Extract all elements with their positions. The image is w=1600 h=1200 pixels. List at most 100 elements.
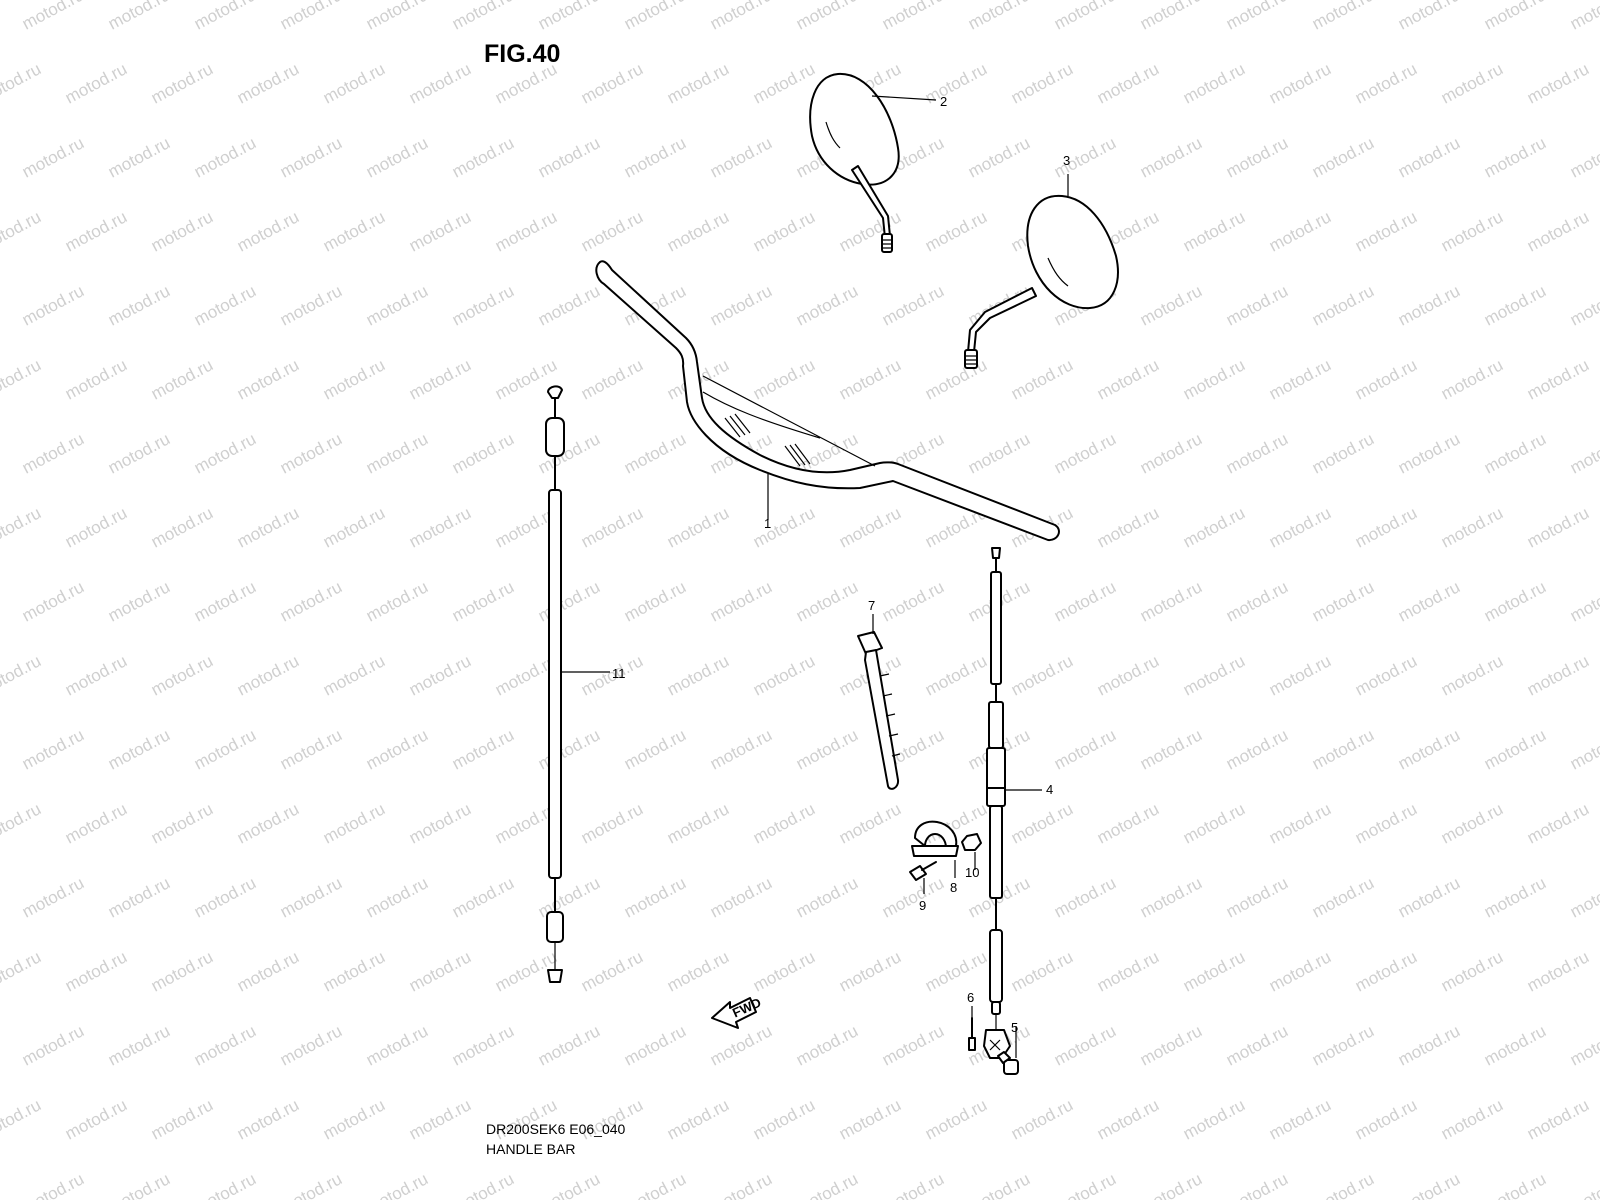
watermark-text: motod.ru: [191, 429, 259, 477]
figure-title: FIG.40: [484, 40, 561, 68]
watermark-text: motod.ru: [0, 133, 1, 181]
watermark-text: motod.ru: [1094, 947, 1162, 995]
watermark-text: motod.ru: [1395, 873, 1463, 921]
handle-bar-part: [595, 260, 1060, 542]
watermark-text: motod.ru: [1567, 1021, 1600, 1069]
watermark-text: motod.ru: [449, 577, 517, 625]
watermark-text: motod.ru: [0, 1095, 44, 1143]
watermark-text: motod.ru: [1438, 355, 1506, 403]
watermark-text: motod.ru: [1352, 503, 1420, 551]
watermark-text: motod.ru: [363, 873, 431, 921]
watermark-text: motod.ru: [0, 873, 1, 921]
watermark-text: motod.ru: [449, 1169, 517, 1200]
watermark-text: motod.ru: [1524, 1095, 1592, 1143]
watermark-text: motod.ru: [62, 355, 130, 403]
watermark-text: motod.ru: [1567, 133, 1600, 181]
watermark-text: motod.ru: [1008, 947, 1076, 995]
watermark-text: motod.ru: [1094, 59, 1162, 107]
watermark-text: motod.ru: [19, 1169, 87, 1200]
watermark-text: motod.ru: [277, 577, 345, 625]
watermark-text: motod.ru: [1438, 799, 1506, 847]
watermark-text: motod.ru: [621, 577, 689, 625]
watermark-text: motod.ru: [836, 503, 904, 551]
watermark-text: motod.ru: [535, 0, 603, 34]
watermark-text: motod.ru: [1395, 1021, 1463, 1069]
callout-8: 8: [950, 880, 957, 895]
watermark-text: motod.ru: [0, 429, 1, 477]
watermark-text: motod.ru: [148, 355, 216, 403]
watermark-text: motod.ru: [922, 207, 990, 255]
watermark-text: motod.ru: [879, 1021, 947, 1069]
watermark-text: motod.ru: [707, 873, 775, 921]
watermark-text: motod.ru: [1481, 429, 1549, 477]
watermark-text: motod.ru: [0, 947, 44, 995]
watermark-text: motod.ru: [1180, 651, 1248, 699]
right-mirror-part: [964, 194, 1119, 369]
watermark-text: motod.ru: [19, 281, 87, 329]
long-cable-part: [545, 385, 565, 983]
watermark-text: motod.ru: [664, 947, 732, 995]
watermark-text: motod.ru: [836, 355, 904, 403]
watermark-text: motod.ru: [62, 59, 130, 107]
watermark-text: motod.ru: [1438, 59, 1506, 107]
watermark-text: motod.ru: [406, 59, 474, 107]
watermark-text: motod.ru: [277, 725, 345, 773]
watermark-text: motod.ru: [1481, 1169, 1549, 1200]
watermark-text: motod.ru: [707, 1021, 775, 1069]
watermark-text: motod.ru: [879, 873, 947, 921]
watermark-text: motod.ru: [1266, 799, 1334, 847]
watermark-text: motod.ru: [578, 59, 646, 107]
watermark-text: motod.ru: [965, 429, 1033, 477]
watermark-text: motod.ru: [0, 281, 1, 329]
watermark-text: motod.ru: [62, 207, 130, 255]
watermark-text: motod.ru: [62, 947, 130, 995]
watermark-text: motod.ru: [105, 0, 173, 34]
watermark-text: motod.ru: [1223, 1169, 1291, 1200]
watermark-text: motod.ru: [320, 651, 388, 699]
watermark-text: motod.ru: [922, 1095, 990, 1143]
watermark-text: motod.ru: [234, 799, 302, 847]
watermark-text: motod.ru: [750, 651, 818, 699]
watermark-text: motod.ru: [1438, 1095, 1506, 1143]
watermark-text: motod.ru: [621, 725, 689, 773]
watermark-text: motod.ru: [1266, 207, 1334, 255]
watermark-text: motod.ru: [1567, 725, 1600, 773]
watermark-text: motod.ru: [1524, 651, 1592, 699]
callout-10: 10: [965, 865, 979, 880]
watermark-text: motod.ru: [320, 355, 388, 403]
watermark-text: motod.ru: [793, 873, 861, 921]
watermark-text: motod.ru: [965, 133, 1033, 181]
watermark-text: motod.ru: [836, 1095, 904, 1143]
watermark-text: motod.ru: [234, 59, 302, 107]
screw-part-9: [909, 861, 937, 881]
watermark-text: motod.ru: [449, 281, 517, 329]
watermark-text: motod.ru: [535, 1021, 603, 1069]
callout-4: 4: [1046, 782, 1053, 797]
bolt-part-5: [997, 1051, 1019, 1075]
watermark-text: motod.ru: [1180, 355, 1248, 403]
watermark-text: motod.ru: [406, 207, 474, 255]
watermark-text: motod.ru: [1481, 281, 1549, 329]
watermark-text: motod.ru: [1309, 281, 1377, 329]
watermark-text: motod.ru: [0, 503, 44, 551]
watermark-text: motod.ru: [1524, 799, 1592, 847]
watermark-text: motod.ru: [1051, 873, 1119, 921]
watermark-text: motod.ru: [1567, 577, 1600, 625]
watermark-text: motod.ru: [922, 355, 990, 403]
watermark-text: motod.ru: [1223, 429, 1291, 477]
watermark-text: motod.ru: [0, 799, 44, 847]
watermark-text: motod.ru: [363, 0, 431, 34]
watermark-text: motod.ru: [1524, 355, 1592, 403]
watermark-text: motod.ru: [1567, 429, 1600, 477]
watermark-text: motod.ru: [1309, 0, 1377, 34]
watermark-text: motod.ru: [1008, 799, 1076, 847]
watermark-text: motod.ru: [1180, 1095, 1248, 1143]
watermark-text: motod.ru: [0, 207, 44, 255]
watermark-text: motod.ru: [664, 799, 732, 847]
watermark-text: motod.ru: [578, 503, 646, 551]
watermark-text: motod.ru: [148, 799, 216, 847]
watermark-text: motod.ru: [1094, 1095, 1162, 1143]
watermark-text: motod.ru: [277, 1021, 345, 1069]
watermark-text: motod.ru: [1266, 1095, 1334, 1143]
